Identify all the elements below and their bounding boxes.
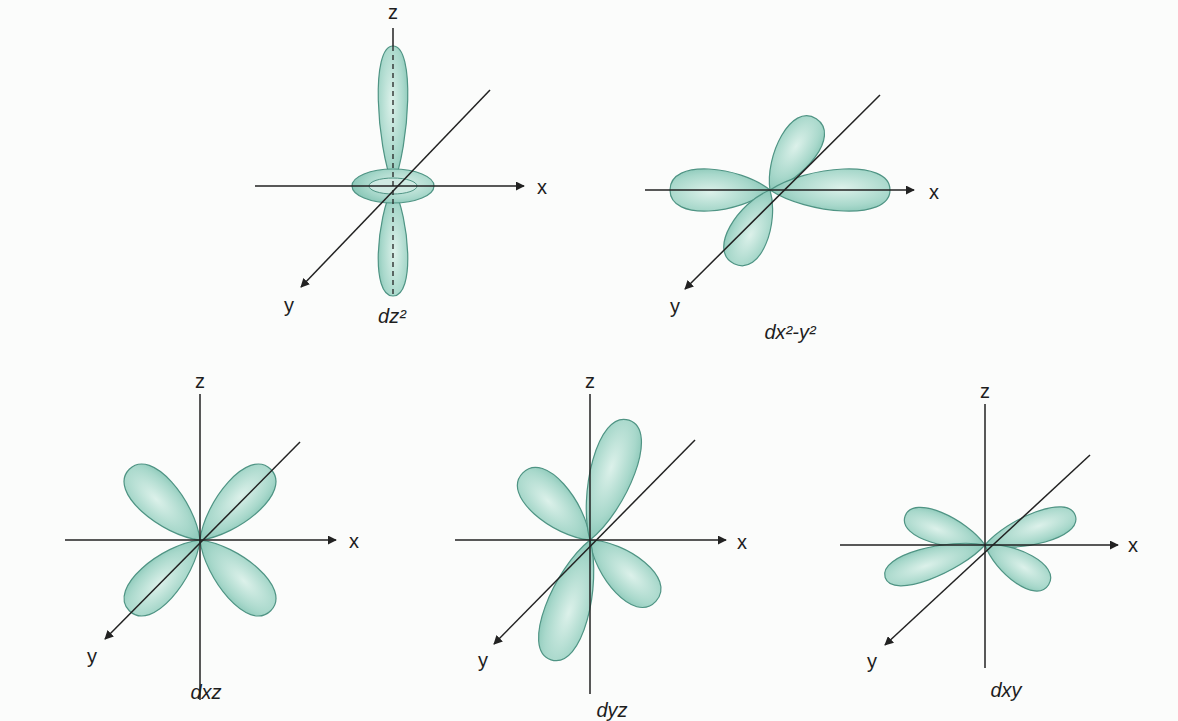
axis-label: y xyxy=(478,649,488,672)
axis-label: x xyxy=(349,530,359,553)
axis-label: y xyxy=(867,650,877,673)
axis-label: z xyxy=(585,370,595,393)
axis-label: y xyxy=(284,294,294,317)
dyz-orbital xyxy=(455,394,726,694)
dxz-orbital xyxy=(65,394,336,700)
orbital-name: dx²-y² xyxy=(764,321,815,344)
axis-label: y xyxy=(87,645,97,668)
orbital-name: dxy xyxy=(990,679,1021,702)
axis-label: z xyxy=(388,1,398,24)
axis-label: x xyxy=(737,531,747,554)
orbital-name: dyz xyxy=(596,699,627,721)
axis-label: x xyxy=(537,176,547,199)
orbital-name: dxz xyxy=(190,681,221,704)
orbital-name: dz² xyxy=(378,305,406,328)
dz2-orbital xyxy=(255,28,524,296)
axis-label: z xyxy=(195,370,205,393)
axis-label: y xyxy=(670,295,680,318)
dx2y2-orbital xyxy=(645,95,914,289)
axis-label: x xyxy=(929,181,939,204)
dxy-orbital xyxy=(840,404,1118,668)
axis-label: z xyxy=(980,380,990,403)
axis-label: x xyxy=(1128,534,1138,557)
